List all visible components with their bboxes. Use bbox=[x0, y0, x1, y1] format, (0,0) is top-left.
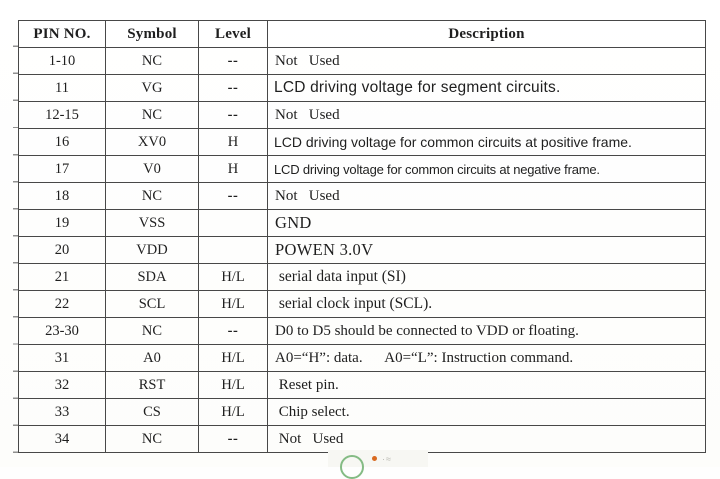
pin-cell: 19 bbox=[18, 209, 106, 237]
level-cell: -- bbox=[198, 317, 268, 345]
table-row: 11 VG -- LCD driving voltage for segment… bbox=[18, 74, 706, 102]
level-cell: H/L bbox=[198, 398, 268, 426]
description-cell: Reset pin. bbox=[267, 371, 706, 399]
pin-cell: 18 bbox=[18, 182, 106, 210]
table-row: 21 SDA H/L serial data input (SI) bbox=[18, 263, 706, 291]
level-cell: H bbox=[198, 155, 268, 183]
table-row: 19 VSS GND bbox=[18, 209, 706, 237]
pin-cell: 33 bbox=[18, 398, 106, 426]
description-cell: A0=“H”: data. A0=“L”: Instruction comman… bbox=[267, 344, 706, 372]
symbol-cell: SDA bbox=[105, 263, 199, 291]
table-row: 12-15 NC -- Not Used bbox=[18, 101, 706, 129]
level-cell bbox=[198, 209, 268, 237]
table-row: 34 NC -- Not Used bbox=[18, 425, 706, 453]
level-cell: H/L bbox=[198, 290, 268, 318]
pin-cell: 1-10 bbox=[18, 47, 106, 75]
symbol-cell: A0 bbox=[105, 344, 199, 372]
description-cell: LCD driving voltage for segment circuits… bbox=[267, 74, 706, 102]
description-cell: D0 to D5 should be connected to VDD or f… bbox=[267, 317, 706, 345]
table-row: 33 CS H/L Chip select. bbox=[18, 398, 706, 426]
symbol-cell: NC bbox=[105, 182, 199, 210]
table-row: 31 A0 H/L A0=“H”: data. A0=“L”: Instruct… bbox=[18, 344, 706, 372]
symbol-cell: VG bbox=[105, 74, 199, 102]
watermark-circle-icon bbox=[340, 455, 364, 479]
table-row: 20 VDD POWEN 3.0V bbox=[18, 236, 706, 264]
level-cell: H/L bbox=[198, 344, 268, 372]
description-cell: POWEN 3.0V bbox=[267, 236, 706, 264]
symbol-cell: NC bbox=[105, 47, 199, 75]
table-row: 18 NC -- Not Used bbox=[18, 182, 706, 210]
level-cell bbox=[198, 236, 268, 264]
level-cell: -- bbox=[198, 425, 268, 453]
pin-cell: 16 bbox=[18, 128, 106, 156]
pin-cell: 11 bbox=[18, 74, 106, 102]
pin-description-table: PIN NO. Symbol Level Description 1-10 NC… bbox=[18, 20, 706, 453]
description-cell: GND bbox=[267, 209, 706, 237]
pin-cell: 31 bbox=[18, 344, 106, 372]
level-cell: -- bbox=[198, 47, 268, 75]
symbol-cell: VSS bbox=[105, 209, 199, 237]
description-cell: serial clock input (SCL). bbox=[267, 290, 706, 318]
watermark-logo: ·≈ bbox=[328, 450, 428, 479]
symbol-cell: NC bbox=[105, 317, 199, 345]
pin-cell: 21 bbox=[18, 263, 106, 291]
description-cell: LCD driving voltage for common circuits … bbox=[267, 128, 706, 156]
table-row: 17 V0 H LCD driving voltage for common c… bbox=[18, 155, 706, 183]
column-header-description: Description bbox=[267, 20, 706, 48]
pin-cell: 23-30 bbox=[18, 317, 106, 345]
description-cell: LCD driving voltage for common circuits … bbox=[267, 155, 706, 183]
column-header-symbol: Symbol bbox=[105, 20, 199, 48]
pin-cell: 20 bbox=[18, 236, 106, 264]
pin-cell: 17 bbox=[18, 155, 106, 183]
pin-cell: 32 bbox=[18, 371, 106, 399]
symbol-cell: NC bbox=[105, 425, 199, 453]
header-row: PIN NO. Symbol Level Description bbox=[18, 20, 706, 48]
level-cell: -- bbox=[198, 182, 268, 210]
table-row: 32 RST H/L Reset pin. bbox=[18, 371, 706, 399]
level-cell: H/L bbox=[198, 263, 268, 291]
pin-cell: 22 bbox=[18, 290, 106, 318]
level-cell: -- bbox=[198, 101, 268, 129]
symbol-cell: NC bbox=[105, 101, 199, 129]
level-cell: -- bbox=[198, 74, 268, 102]
symbol-cell: VDD bbox=[105, 236, 199, 264]
pin-table: PIN NO. Symbol Level Description 1-10 NC… bbox=[18, 20, 706, 453]
symbol-cell: SCL bbox=[105, 290, 199, 318]
level-cell: H/L bbox=[198, 371, 268, 399]
row-line-overhang bbox=[13, 20, 18, 453]
column-header-pin-no: PIN NO. bbox=[18, 20, 106, 48]
table-row: 23-30 NC -- D0 to D5 should be connected… bbox=[18, 317, 706, 345]
level-cell: H bbox=[198, 128, 268, 156]
symbol-cell: CS bbox=[105, 398, 199, 426]
pin-cell: 34 bbox=[18, 425, 106, 453]
description-cell: Chip select. bbox=[267, 398, 706, 426]
table-row: 16 XV0 H LCD driving voltage for common … bbox=[18, 128, 706, 156]
symbol-cell: V0 bbox=[105, 155, 199, 183]
description-cell: Not Used bbox=[267, 101, 706, 129]
watermark-text: ·≈ bbox=[382, 454, 392, 464]
description-cell: serial data input (SI) bbox=[267, 263, 706, 291]
table-row: 1-10 NC -- Not Used bbox=[18, 47, 706, 75]
description-cell: Not Used bbox=[267, 425, 706, 453]
description-cell: Not Used bbox=[267, 182, 706, 210]
watermark-dot-icon bbox=[372, 456, 377, 461]
pin-cell: 12-15 bbox=[18, 101, 106, 129]
column-header-level: Level bbox=[198, 20, 268, 48]
symbol-cell: XV0 bbox=[105, 128, 199, 156]
symbol-cell: RST bbox=[105, 371, 199, 399]
description-cell: Not Used bbox=[267, 47, 706, 75]
table-row: 22 SCL H/L serial clock input (SCL). bbox=[18, 290, 706, 318]
